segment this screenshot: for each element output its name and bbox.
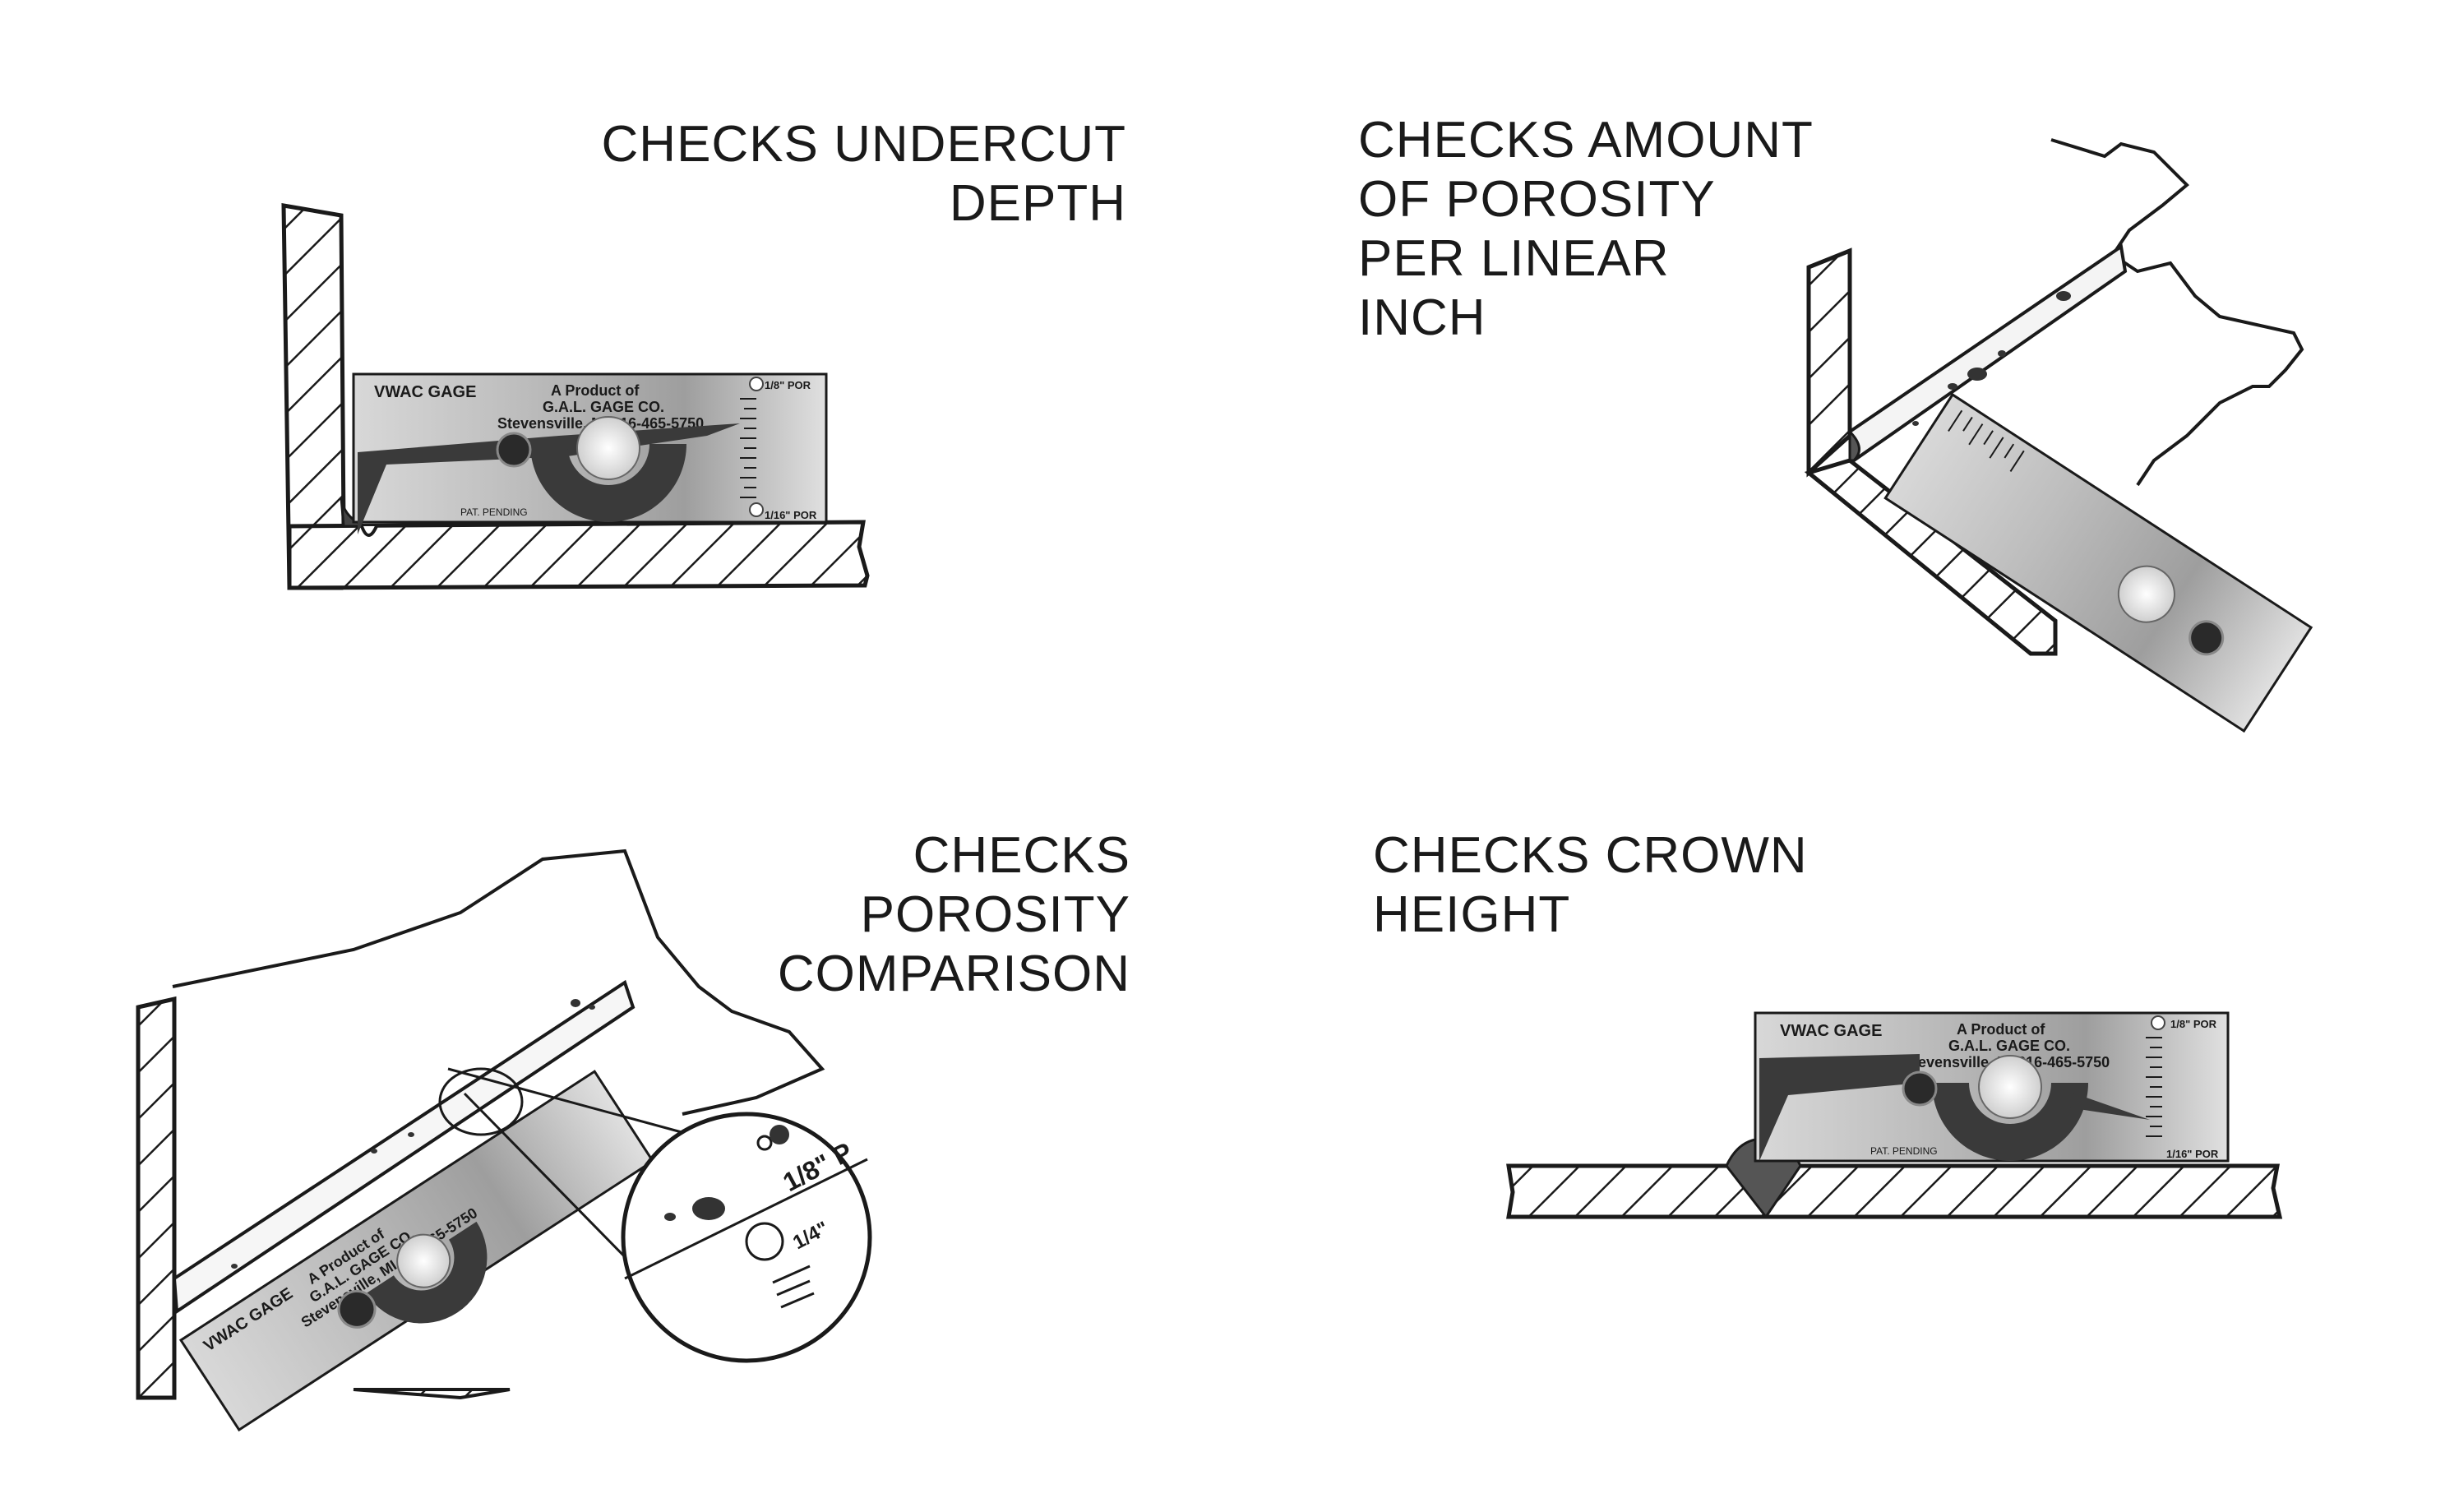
porosity-marks-3 bbox=[231, 999, 595, 1269]
gauge-crown: VWAC GAGE A Product of G.A.L. GAGE CO. S… bbox=[1754, 1011, 2230, 1163]
gauge-ticks-4 bbox=[2146, 1037, 2162, 1137]
bottom-plate-2 bbox=[1804, 458, 2058, 656]
vertical-plate-3 bbox=[136, 996, 177, 1400]
gauge-knob-4 bbox=[1902, 1070, 1938, 1107]
gauge-maker-4a: A Product of bbox=[1957, 1021, 2045, 1038]
gauge-tilted bbox=[1883, 392, 2313, 733]
weld-seam-3 bbox=[172, 979, 636, 1315]
gauge-dial bbox=[530, 444, 686, 522]
caption-porosity-comparison: CHECKS POROSITY COMPARISON bbox=[777, 827, 1130, 1002]
gauge-corner-hole-4 bbox=[2151, 1015, 2165, 1030]
gauge-knob-3 bbox=[337, 1289, 377, 1329]
gauge-dial-4 bbox=[1932, 1083, 2088, 1161]
caption-undercut-depth: CHECKS UNDERCUT DEPTH bbox=[601, 116, 1126, 232]
gauge-name-4: VWAC GAGE bbox=[1780, 1022, 1882, 1040]
panel-undercut: VWAC GAGE A Product of G.A.L. GAGE CO. S… bbox=[281, 203, 870, 590]
gauge-name: VWAC GAGE bbox=[374, 383, 476, 401]
vertical-plate-2 bbox=[1806, 247, 1852, 478]
gauge-knob-2 bbox=[2188, 620, 2225, 656]
gauge-maker-2: G.A.L. GAGE CO. bbox=[543, 399, 664, 415]
gauge-pointer bbox=[358, 423, 740, 534]
gauge-ticks bbox=[740, 398, 756, 498]
gauge-ticks-2 bbox=[1948, 409, 2025, 473]
gauge-corner-hole-bottom bbox=[749, 502, 764, 517]
caption-crown-height: CHECKS CROWN HEIGHT bbox=[1373, 827, 1808, 943]
gauge-patent-4: PAT. PENDING bbox=[1870, 1145, 1938, 1157]
gauge-patent: PAT. PENDING bbox=[460, 506, 528, 518]
weld-fillet-2 bbox=[1848, 428, 1860, 462]
gauge-scale-bottom: 1/16" POR bbox=[765, 509, 817, 521]
gauge-scale-top: 1/8" POR bbox=[765, 379, 811, 391]
undercut-notch bbox=[360, 525, 378, 537]
gauge-corner-hole-top bbox=[749, 377, 764, 391]
base-plate-4 bbox=[1506, 1163, 2283, 1219]
porosity-marks bbox=[1912, 291, 2071, 426]
gauge-comparison: VWAC GAGE A Product of G.A.L. GAGE CO. S… bbox=[178, 1070, 655, 1432]
panel-crown: VWAC GAGE A Product of G.A.L. GAGE CO. S… bbox=[1506, 1011, 2283, 1219]
panel-porosity-amount bbox=[1804, 138, 2313, 733]
plate-outline bbox=[2050, 138, 2304, 487]
gauge-maker-4b: G.A.L. GAGE CO. bbox=[1948, 1038, 2070, 1054]
gauge-maker-1: A Product of bbox=[551, 382, 640, 399]
plate-outline-3 bbox=[172, 848, 825, 1116]
gauge-knob bbox=[496, 432, 532, 468]
gauge-hole bbox=[576, 416, 640, 480]
gauge-scale-top-4: 1/8" POR bbox=[2170, 1018, 2217, 1030]
bottom-plate-3 bbox=[353, 1388, 511, 1400]
gauge-dial-3 bbox=[366, 1221, 488, 1324]
gauge-hole-4 bbox=[1978, 1055, 2042, 1119]
horizontal-plate bbox=[287, 520, 870, 590]
gauge-hole-3 bbox=[396, 1233, 451, 1288]
gauge-pointer-4 bbox=[1759, 1054, 1920, 1161]
panel-porosity-comparison: VWAC GAGE A Product of G.A.L. GAGE CO. S… bbox=[136, 848, 872, 1432]
gauge-arm-4 bbox=[2068, 1091, 2150, 1120]
magnifier-circle: 1/8" P 1/4" bbox=[621, 1112, 872, 1363]
gauge-scale-bottom-4: 1/16" POR bbox=[2166, 1148, 2219, 1160]
zoom-line-top bbox=[447, 1067, 691, 1136]
caption-porosity-amount: CHECKS AMOUNT OF POROSITY PER LINEAR INC… bbox=[1358, 112, 1814, 346]
gauge-undercut: VWAC GAGE A Product of G.A.L. GAGE CO. S… bbox=[352, 372, 828, 534]
gauge-hole-2 bbox=[2117, 565, 2175, 623]
zoom-source-circle bbox=[438, 1067, 524, 1136]
